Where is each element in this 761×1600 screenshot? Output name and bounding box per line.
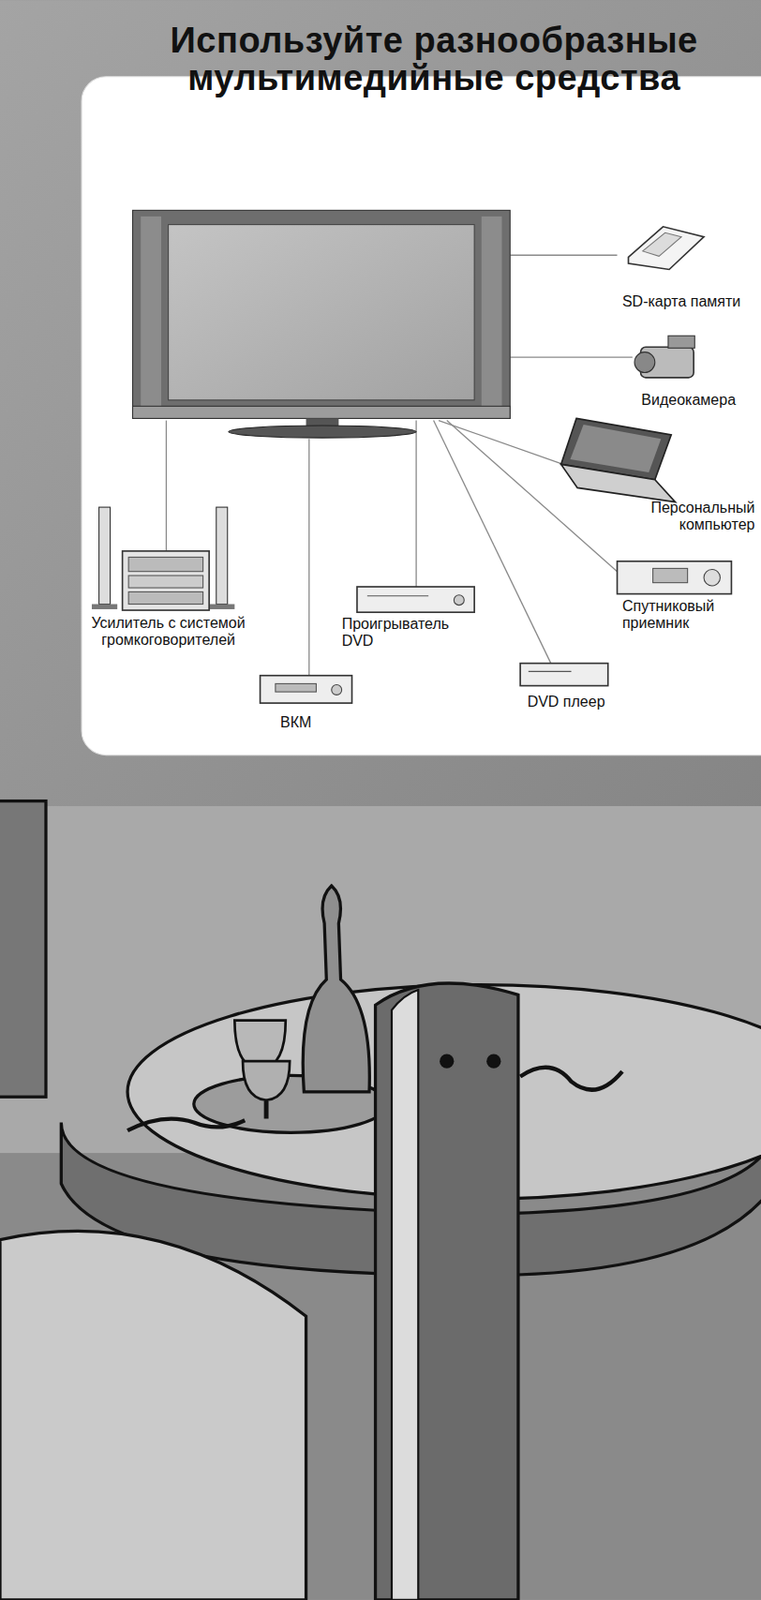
tv-bottom [133, 405, 511, 418]
device-label: SD-карта памяти [599, 293, 761, 311]
speaker-dot [486, 1054, 501, 1069]
speaker-base [208, 604, 235, 610]
title: Используйте разнообразные мультимедийные… [106, 22, 761, 98]
sd-card [627, 226, 704, 270]
satellite-receiver [617, 561, 732, 595]
dvd-knob [453, 595, 464, 606]
leader-line [509, 254, 617, 256]
tv-side [140, 216, 162, 411]
sd-card [642, 232, 682, 256]
amplifier-panel [128, 591, 203, 604]
vcr [260, 675, 353, 703]
glass [242, 1060, 290, 1118]
tv-side [481, 216, 503, 411]
leader-line [415, 420, 417, 587]
tv-base [228, 425, 417, 438]
device-label: Персональный компьютер [626, 499, 755, 534]
speaker-dot [439, 1054, 454, 1069]
leader-line [438, 420, 564, 465]
speaker [99, 507, 111, 604]
vcr-slot [275, 683, 317, 692]
laptop-screen [569, 424, 661, 473]
device-label: ВКМ [244, 714, 347, 732]
dvd-player [520, 663, 609, 687]
bottle [302, 885, 370, 1092]
device-label: Проигрыватель DVD [342, 615, 470, 650]
device-label: Усилитель с системой громкоговорителей [81, 614, 255, 649]
leader-line [165, 420, 167, 552]
dvd-tray [528, 671, 572, 672]
tv-screen [168, 224, 476, 401]
tv-frame [133, 209, 511, 418]
device-label: DVD плеер [499, 693, 633, 711]
dvd-tray [367, 595, 429, 597]
leader-line [509, 356, 633, 358]
ribbon [127, 1119, 245, 1132]
leader-line [433, 420, 552, 664]
camera-lens [634, 352, 656, 374]
speaker-tower [375, 983, 519, 1600]
receiver-knob [703, 569, 720, 586]
speaker-base [91, 604, 118, 610]
speaker-front [391, 989, 418, 1600]
dvd-player [357, 586, 475, 612]
amplifier-panel [128, 575, 203, 588]
ribbon [520, 1067, 623, 1090]
speaker [216, 507, 228, 604]
panel [81, 76, 761, 756]
amplifier-panel [128, 556, 203, 571]
device-label: Видеокамера [611, 391, 761, 409]
furniture [0, 801, 46, 1098]
device-label: Спутниковый приемник [622, 597, 750, 632]
camera-viewfinder [668, 335, 695, 348]
laptop-base [561, 463, 676, 502]
armchair [0, 1230, 307, 1599]
amplifier [122, 551, 210, 611]
receiver-display [653, 567, 688, 582]
vcr-knob [331, 685, 343, 696]
leader-line [308, 438, 310, 676]
